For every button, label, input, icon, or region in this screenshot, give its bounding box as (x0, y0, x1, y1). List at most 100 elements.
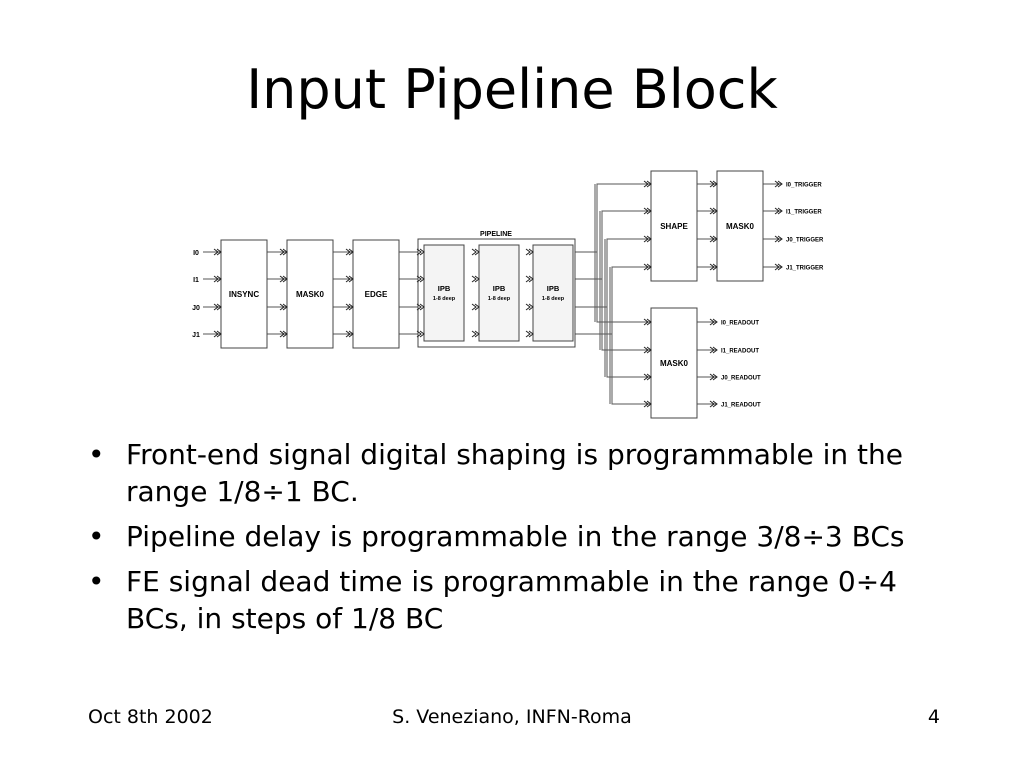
to-shape-arrow (643, 263, 652, 271)
trigger-output-label: I0_TRIGGER (786, 183, 822, 189)
to-readout-arrow (643, 373, 652, 381)
stage-arrow (416, 275, 425, 283)
footer-page-number: 4 (927, 706, 940, 728)
input-label-i0: I0 (193, 250, 199, 257)
mask0-readout-label: MASK0 (660, 359, 689, 368)
bullet-text: Front-end signal digital shaping is prog… (126, 438, 903, 508)
readout-output-arrow (709, 400, 718, 408)
stage-arrow (345, 275, 354, 283)
stage-arrow (345, 330, 354, 338)
mask0-input-label: MASK0 (296, 290, 325, 299)
mask0-trigger-block (716, 170, 764, 282)
stage-arrow (471, 275, 480, 283)
input-label-i1: I1 (193, 277, 199, 284)
readout-output-label: J0_READOUT (721, 376, 761, 382)
insync-label: INSYNC (229, 290, 259, 299)
footer-date: Oct 8th 2002 (88, 706, 213, 728)
diagram-arrows (213, 180, 783, 408)
pipeline-label: PIPELINE (480, 231, 512, 238)
stage-arrow (471, 330, 480, 338)
shape-to-mask-arrow (709, 263, 718, 271)
to-readout-wire (611, 334, 651, 405)
stage-arrow (525, 330, 534, 338)
stage-arrow (279, 275, 288, 283)
bullet-text: Pipeline delay is programmable in the ra… (126, 520, 905, 553)
stage-arrow (345, 248, 354, 256)
ipb-block (423, 244, 465, 342)
shape-to-mask-arrow (709, 180, 718, 188)
input-arrow (213, 303, 222, 311)
to-shape-wire (606, 238, 651, 307)
ipb-block (478, 244, 520, 342)
shape-to-mask-arrow (709, 207, 718, 215)
ipb-depth-label: 1-8 deep (433, 296, 456, 302)
readout-output-arrow (709, 346, 718, 354)
footer-author: S. Veneziano, INFN-Roma (392, 706, 632, 728)
readout-output-label: I1_READOUT (721, 349, 759, 355)
to-readout-wire (596, 252, 651, 323)
to-readout-arrow (643, 318, 652, 326)
insync-block (220, 239, 268, 349)
ipb-label: IPB (438, 284, 451, 293)
mask0-trigger-label: MASK0 (726, 222, 755, 231)
shape-to-mask-arrow (709, 235, 718, 243)
to-shape-wire (596, 183, 651, 252)
stage-arrow (279, 248, 288, 256)
to-shape-wire (611, 266, 651, 334)
stage-arrow (416, 330, 425, 338)
input-label-j1: J1 (192, 332, 200, 339)
ipb-block (532, 244, 574, 342)
to-readout-arrow (643, 346, 652, 354)
to-readout-wire (601, 279, 651, 351)
to-shape-arrow (643, 180, 652, 188)
readout-output-arrow (709, 318, 718, 326)
bullet-list: • Front-end signal digital shaping is pro… (84, 436, 954, 645)
trigger-output-label: J1_TRIGGER (786, 266, 824, 272)
input-arrow (213, 248, 222, 256)
stage-arrow (416, 248, 425, 256)
to-readout-arrow (643, 400, 652, 408)
edge-label: EDGE (365, 290, 388, 299)
ipb-label: IPB (493, 284, 506, 293)
trigger-output-arrow (774, 207, 783, 215)
trigger-output-label: J0_TRIGGER (786, 238, 824, 244)
stage-arrow (525, 303, 534, 311)
stage-arrow (471, 248, 480, 256)
stage-arrow (345, 303, 354, 311)
trigger-output-label: I1_TRIGGER (786, 210, 822, 216)
stage-arrow (279, 303, 288, 311)
slide-title: Input Pipeline Block (246, 58, 778, 121)
input-label-j0: J0 (192, 305, 200, 312)
readout-output-label: I0_READOUT (721, 321, 759, 327)
mask0-input-block (286, 239, 334, 349)
bullet-item: • FE signal dead time is programmable in … (84, 563, 954, 637)
diagram-blocks (220, 170, 764, 419)
trigger-output-arrow (774, 235, 783, 243)
bullet-item: • Pipeline delay is programmable in the r… (84, 518, 954, 555)
to-shape-arrow (643, 207, 652, 215)
input-arrow (213, 275, 222, 283)
to-readout-wire (606, 307, 651, 378)
bullet-dot: • (88, 520, 105, 553)
ipb-depth-label: 1-8 deep (488, 296, 511, 302)
bullet-dot: • (88, 565, 105, 598)
stage-arrow (525, 248, 534, 256)
readout-output-arrow (709, 373, 718, 381)
stage-arrow (416, 303, 425, 311)
mask0-readout-block (650, 307, 698, 419)
ipb-label: IPB (547, 284, 560, 293)
bullet-text: FE signal dead time is programmable in t… (126, 565, 897, 635)
bullet-dot: • (88, 438, 105, 471)
trigger-output-arrow (774, 180, 783, 188)
stage-arrow (525, 275, 534, 283)
readout-output-label: J1_READOUT (721, 403, 761, 409)
shape-block (650, 170, 698, 282)
shape-label: SHAPE (660, 222, 688, 231)
stage-arrow (279, 330, 288, 338)
trigger-output-arrow (774, 263, 783, 271)
ipb-depth-label: 1-8 deep (542, 296, 565, 302)
input-arrow (213, 330, 222, 338)
to-shape-wire (601, 210, 651, 279)
